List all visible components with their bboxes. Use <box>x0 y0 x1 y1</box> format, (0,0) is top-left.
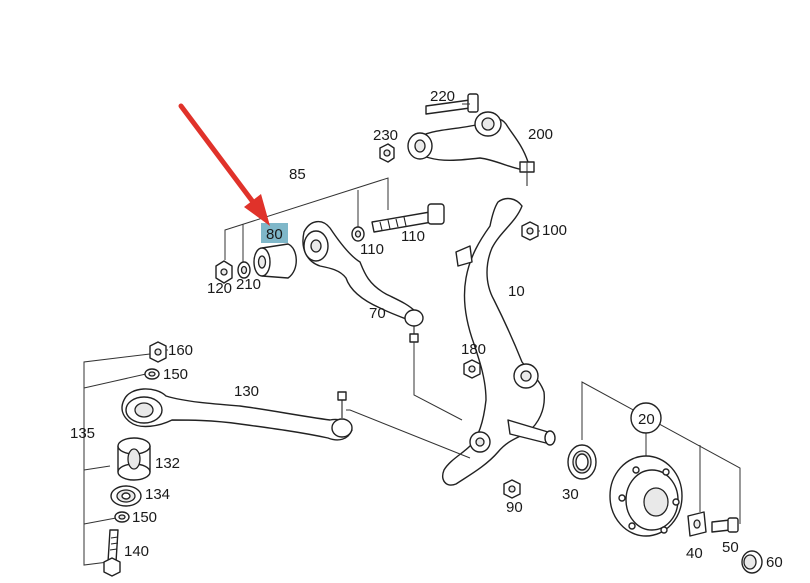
nut-230 <box>379 143 395 163</box>
washer-110-left <box>237 261 251 279</box>
bolt-140 <box>103 529 121 577</box>
label-200: 200 <box>528 126 553 143</box>
label-85: 85 <box>289 166 306 183</box>
nut-180 <box>463 359 481 379</box>
label-120: 120 <box>207 280 232 297</box>
red-pointer-arrow <box>178 103 270 226</box>
label-40: 40 <box>686 545 703 562</box>
bolt-220 <box>425 93 479 115</box>
label-220: 220 <box>430 88 455 105</box>
bolt-100 <box>371 203 445 233</box>
washer-110-right <box>351 226 365 242</box>
label-210: 100 <box>542 222 567 239</box>
label-132: 132 <box>155 455 180 472</box>
group-20-bracket <box>581 381 741 524</box>
washer-150-upper <box>144 368 160 380</box>
group-135-bracket <box>83 353 151 566</box>
label-90: 90 <box>506 499 523 516</box>
nut-160 <box>149 341 167 363</box>
seal-ring-30 <box>567 444 597 480</box>
label-140: 140 <box>124 543 149 560</box>
label-150-lower: 150 <box>132 509 157 526</box>
steering-knuckle-10 <box>442 197 556 486</box>
label-230: 230 <box>373 127 398 144</box>
strut-arm-70 <box>302 221 424 343</box>
bracket-40 <box>687 511 707 537</box>
bushing-134 <box>110 485 142 507</box>
upper-wishbone-200 <box>407 111 535 186</box>
label-130: 130 <box>234 383 259 400</box>
cap-60 <box>741 550 763 574</box>
label-70: 70 <box>369 305 386 322</box>
label-150-upper: 150 <box>163 366 188 383</box>
label-100: 110 <box>401 228 425 245</box>
bushing-132 <box>117 437 151 481</box>
label-50: 50 <box>722 539 739 556</box>
group-85-bracket <box>224 177 389 260</box>
label-30: 30 <box>562 486 579 503</box>
callout-circle-20 <box>630 402 662 434</box>
nut-210 <box>521 221 539 241</box>
label-180: 180 <box>461 341 486 358</box>
part-80-highlight <box>261 223 288 243</box>
label-160: 160 <box>168 342 193 359</box>
lower-control-arm-130 <box>121 388 353 441</box>
label-135: 135 <box>70 425 95 442</box>
nut-90 <box>503 479 521 499</box>
washer-150-lower <box>114 511 130 523</box>
nut-120 <box>215 260 233 284</box>
label-60: 60 <box>766 554 783 571</box>
label-10: 10 <box>508 283 525 300</box>
rubber-bushing-80 <box>253 243 297 279</box>
wheel-hub-20 <box>609 455 683 537</box>
label-134: 134 <box>145 486 170 503</box>
label-80: 80 <box>266 226 283 243</box>
label-110-right: 110 <box>360 241 384 258</box>
bolt-50 <box>711 517 739 533</box>
label-20: 20 <box>638 411 655 428</box>
label-110-left: 210 <box>236 276 261 293</box>
